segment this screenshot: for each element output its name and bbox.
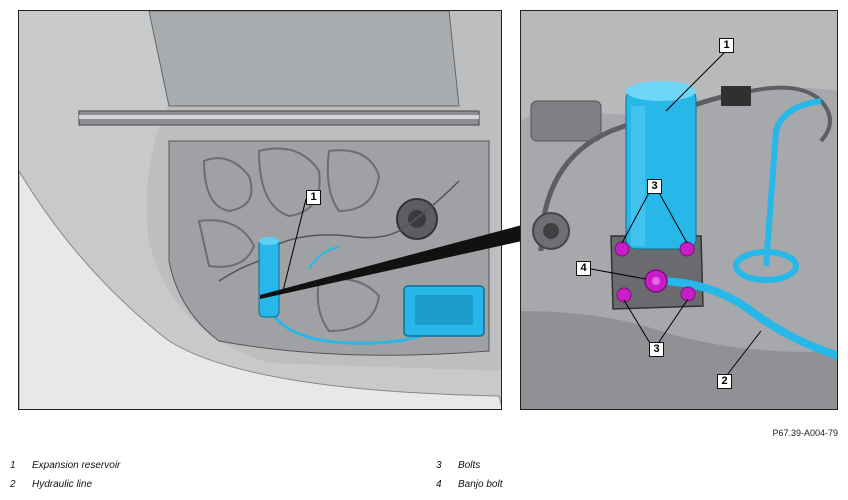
legend-number: 3 (436, 460, 442, 471)
figure-code: P67.39-A004-79 (772, 428, 838, 438)
legend-number: 2 (10, 479, 16, 490)
callout-3-lower: 3 (649, 342, 664, 357)
legend-text: Bolts (458, 460, 481, 471)
callout-4: 4 (576, 261, 591, 276)
legend-number: 4 (436, 479, 442, 490)
detail-illustration: 1 3 4 3 2 (520, 10, 838, 410)
callout-3-upper: 3 (647, 179, 662, 194)
legend-text: Expansion reservoir (32, 460, 121, 471)
legend-text: Banjo bolt (458, 479, 503, 490)
legend-number: 1 (10, 460, 16, 471)
reservoir-detail-drawing (521, 11, 837, 409)
overview-illustration: 1 (18, 10, 502, 410)
callout-1: 1 (306, 190, 321, 205)
legend-text: Hydraulic line (32, 479, 93, 490)
callout-2: 2 (717, 374, 732, 389)
zoom-connector (260, 225, 522, 299)
callout-1-detail: 1 (719, 38, 734, 53)
door-interior-drawing (19, 11, 501, 409)
